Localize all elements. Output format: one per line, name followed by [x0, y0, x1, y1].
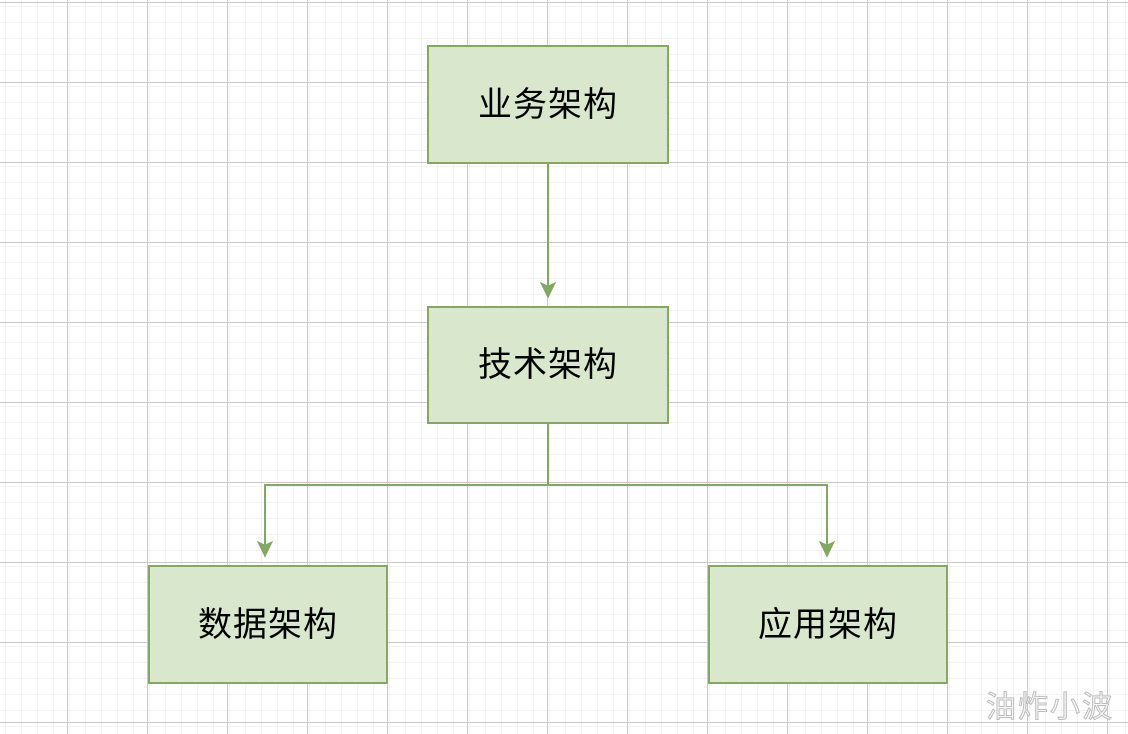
edge-tech-to-app [547, 424, 836, 558]
node-label: 业务架构 [478, 84, 618, 125]
node-business-architecture[interactable]: 业务架构 [427, 45, 669, 164]
node-label: 数据架构 [198, 604, 338, 645]
node-data-architecture[interactable]: 数据架构 [148, 565, 388, 684]
node-application-architecture[interactable]: 应用架构 [708, 565, 948, 684]
node-label: 应用架构 [758, 604, 898, 645]
node-label: 技术架构 [478, 345, 618, 385]
edge-tech-to-data [256, 424, 549, 558]
watermark-text: 油炸小波 [986, 690, 1114, 726]
node-technical-architecture[interactable]: 技术架构 [427, 306, 669, 424]
